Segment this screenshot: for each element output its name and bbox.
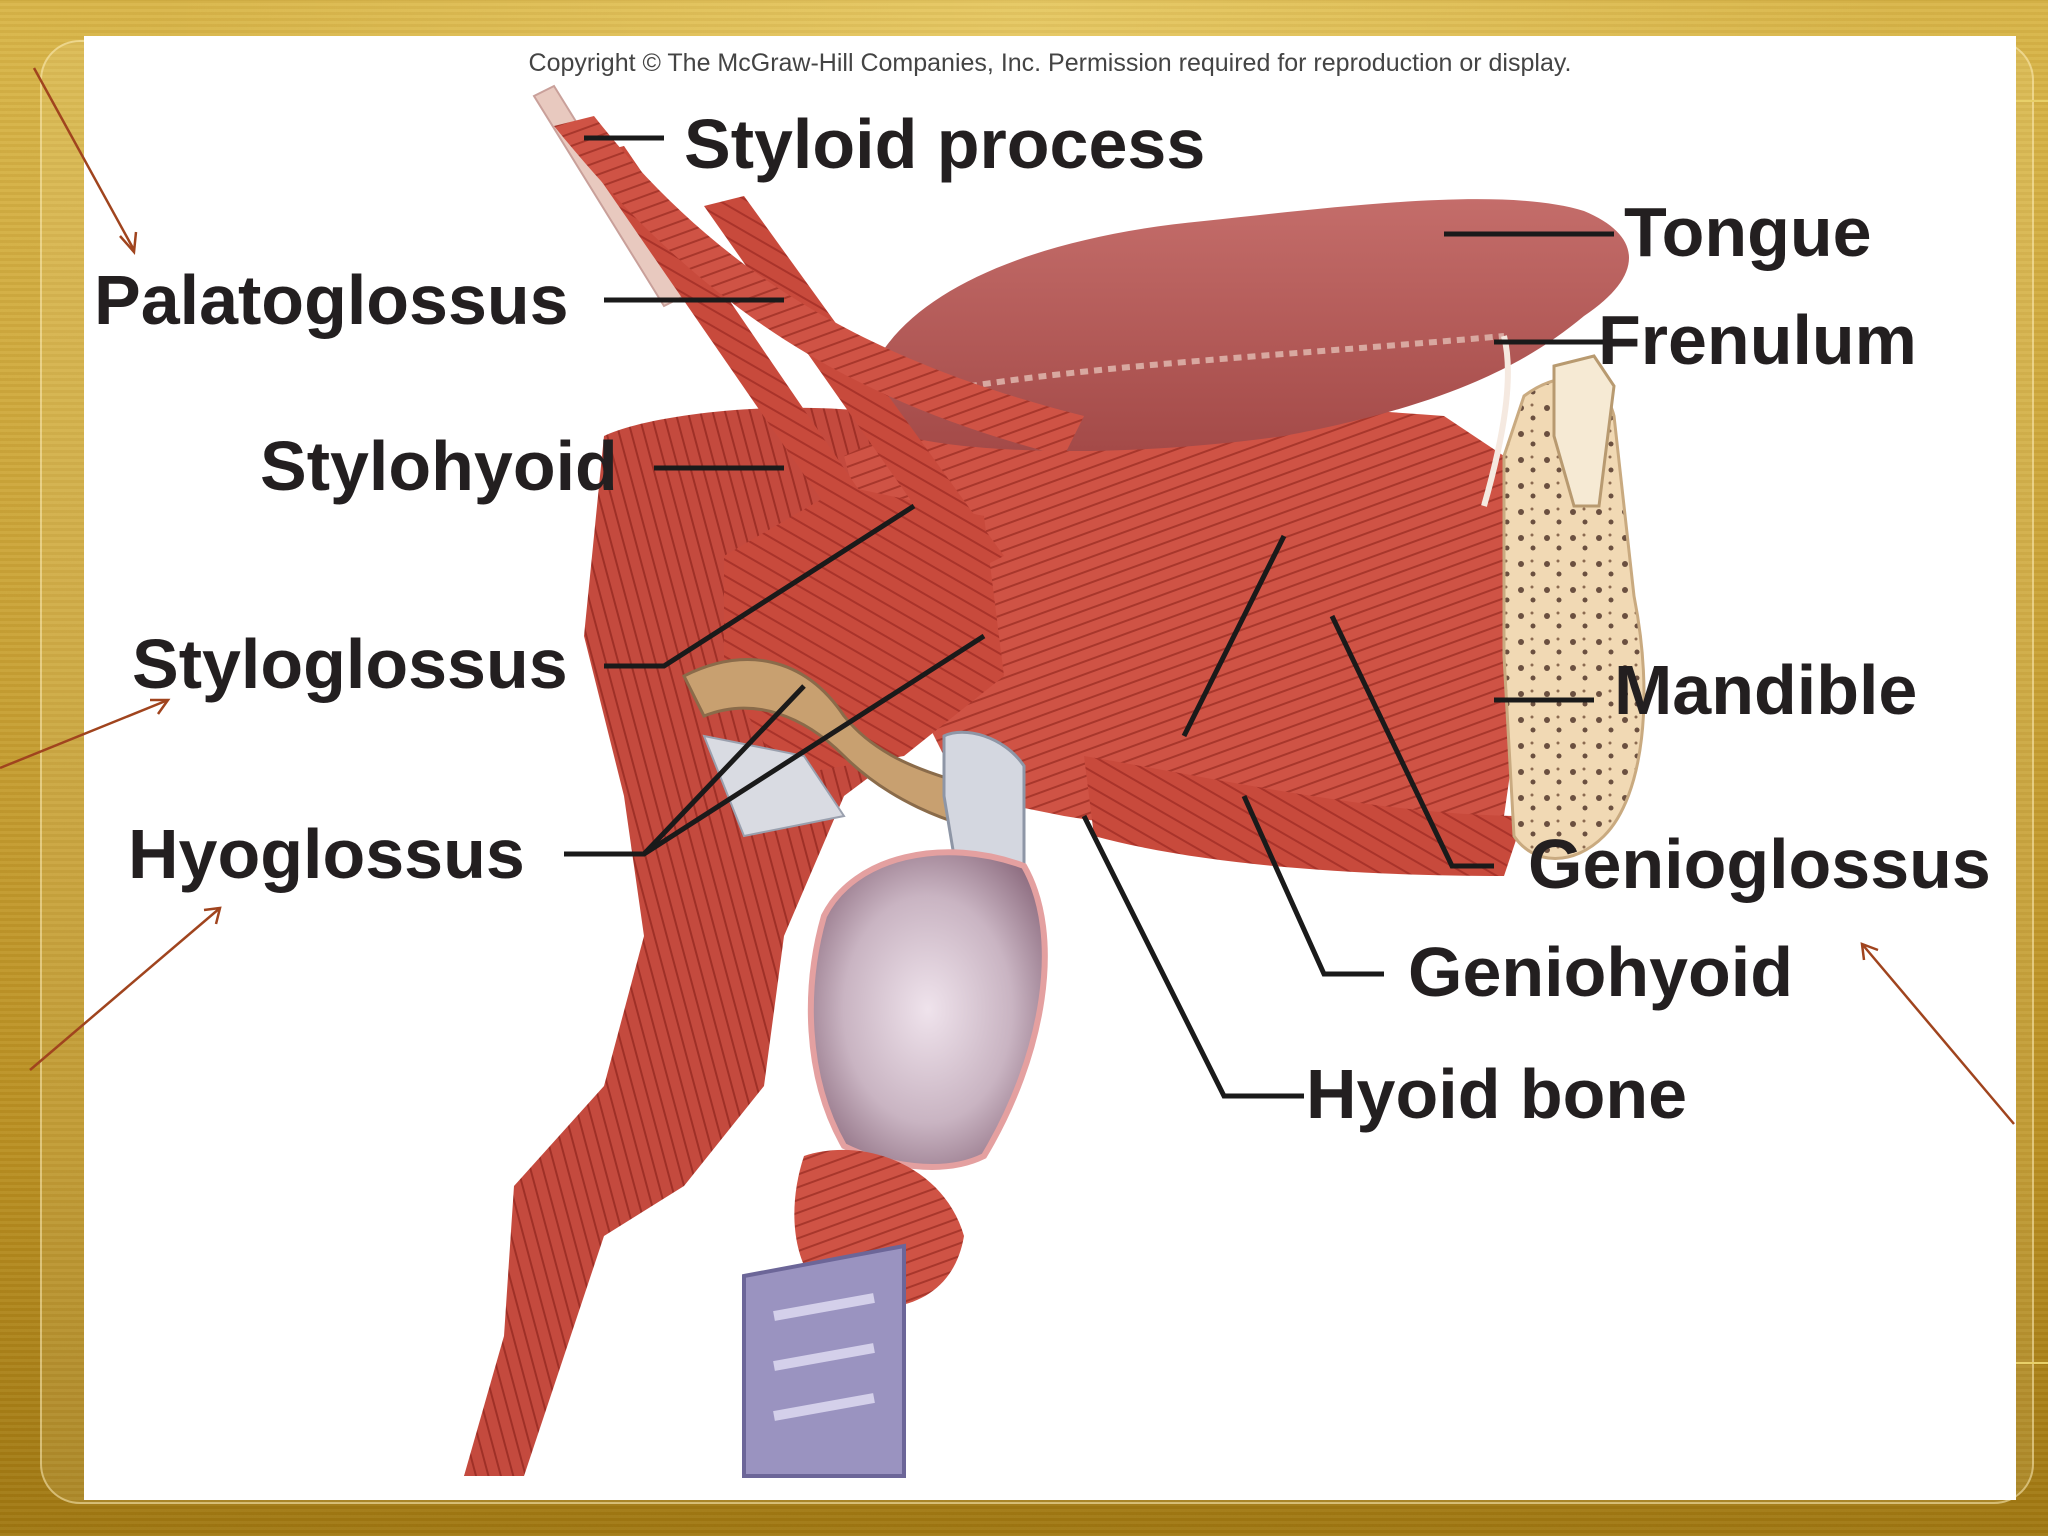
trachea-ring (773, 1343, 875, 1371)
leader-genioglossus (1329, 614, 1494, 869)
stylohyoid-muscle (584, 146, 904, 576)
tongue-body (864, 199, 1629, 451)
tongue-papillae-edge (913, 333, 1505, 399)
leader-geniohyoid (1241, 794, 1384, 977)
trachea-ring (773, 1293, 875, 1321)
label-hyoglossus: Hyoglossus (128, 815, 525, 893)
label-geniohyoid: Geniohyoid (1408, 933, 1793, 1011)
arrowhead-icon (1860, 942, 1879, 961)
genioglossus-muscle (844, 404, 1524, 835)
annotation-arrow-genioglossus (1861, 943, 2015, 1125)
tongue-muscles-illustration (464, 84, 1646, 1478)
leader-hyoglossus-b (642, 633, 986, 857)
leader-hyoid-bone (1081, 814, 1304, 1099)
annotation-arrow-hyoglossus (29, 907, 221, 1071)
label-genioglossus: Genioglossus (1528, 825, 1991, 903)
styloglossus-muscle (554, 116, 1084, 456)
leader-lines (564, 135, 1624, 1099)
label-palatoglossus: Palatoglossus (94, 261, 569, 339)
annotation-arrow-palatoglossus (32, 67, 136, 251)
tooth (1552, 354, 1616, 508)
label-styloglossus: Styloglossus (132, 625, 568, 703)
frenulum-fold (1481, 335, 1511, 507)
label-styloid-process: Styloid process (684, 105, 1206, 183)
annotation-arrow-styloglossus (0, 698, 169, 770)
anatomy-figure: Copyright © The McGraw-Hill Companies, I… (84, 36, 2016, 1500)
thyrohyoid-membrane (702, 734, 846, 838)
label-tongue: Tongue (1624, 193, 1872, 271)
arrowhead-icon (119, 231, 138, 255)
copyright-notice: Copyright © The McGraw-Hill Companies, I… (528, 49, 1572, 77)
label-frenulum: Frenulum (1598, 301, 1917, 379)
trachea-ring (773, 1393, 875, 1421)
arrowhead-icon (150, 698, 171, 715)
thyroid-cartilage (807, 849, 1048, 1170)
arrowhead-icon (203, 906, 222, 925)
geniohyoid-muscle (1084, 756, 1524, 876)
label-hyoid-bone: Hyoid bone (1306, 1055, 1688, 1133)
label-mandible: Mandible (1614, 651, 1918, 729)
leader-styloglossus (604, 503, 916, 669)
leader-genioglossus-b (1181, 534, 1287, 738)
label-stylohyoid: Stylohyoid (260, 427, 618, 505)
